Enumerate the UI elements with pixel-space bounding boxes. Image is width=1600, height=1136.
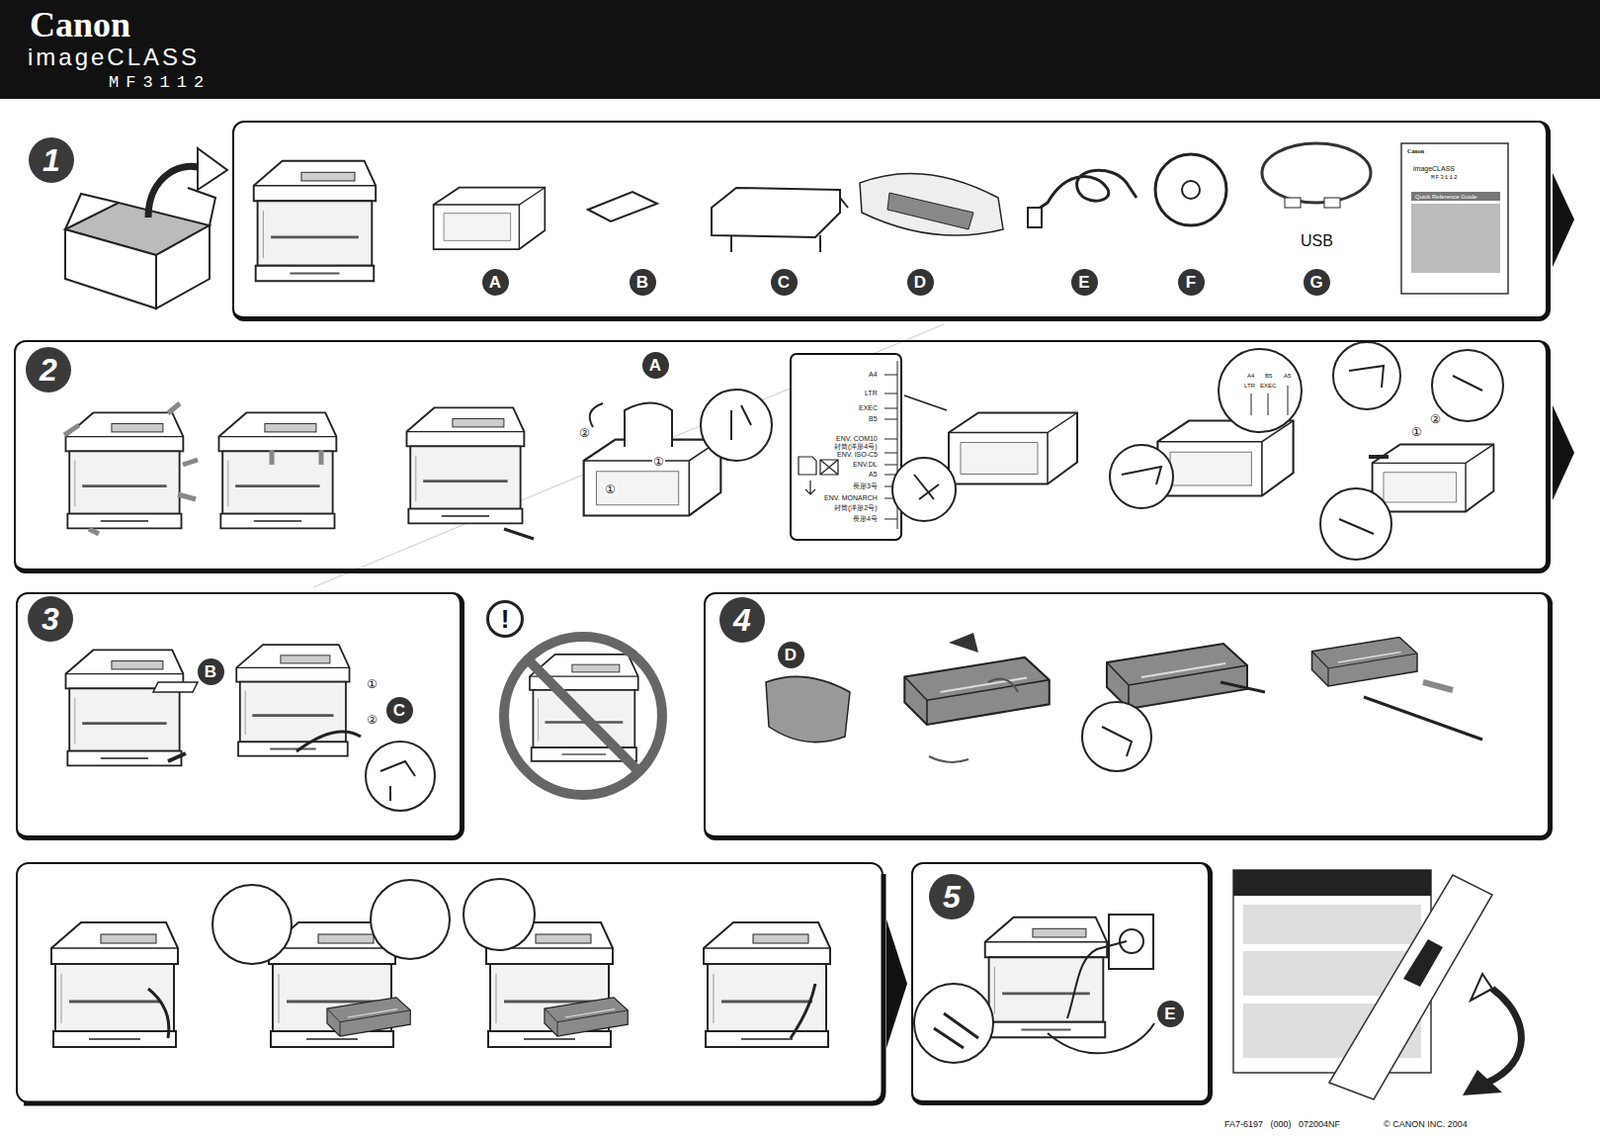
paper-size: ENV. COM10 [835,434,879,443]
part-letter: F [1185,273,1196,291]
part-letter-circle: E [1071,268,1098,296]
callout-number: ① [603,483,617,497]
warning-icon: ! [486,599,524,638]
step-number: 1 [28,137,75,183]
part-letter-circle: A [642,351,670,379]
guide-mark: EXEC [1259,382,1277,390]
part-letter-circle: D [907,268,934,296]
part-letter: D [784,646,797,664]
paper-size: ENV.DL [851,460,879,469]
guide-mark: A5 [1282,372,1292,380]
step-panel: 5E [911,861,1213,1105]
paper-size: A5 [867,470,879,479]
product-line: imageCLASS [27,44,200,71]
callout-number: ② [365,713,379,727]
part-letter: E [1164,1005,1176,1022]
callout-number: ② [1429,413,1442,426]
part-letter: A [649,356,662,374]
guide-product: imageCLASS [1413,165,1455,173]
brand: Canon [29,5,131,46]
part-letter-circle: F [1178,268,1205,296]
step-panel: 3B C [15,591,465,841]
model-name: MF3112 [108,74,211,93]
guide-model: MF3112 [1431,174,1459,182]
part-letter: A [489,273,502,291]
part-letter-circle: C [386,696,414,724]
guide-brand: Canon [1407,148,1425,156]
part-letter: D [914,273,927,291]
part-letter-circle: B [197,658,225,685]
step-number: 4 [719,596,765,643]
paper-size: 長形4号 [851,514,879,523]
paper-size: A4 [867,370,879,379]
paper-size: LTR [863,389,879,398]
paper-size: 封筒(洋形4号) [833,442,879,451]
guide-mark: LTR [1243,382,1257,390]
step-number: 3 [27,595,74,642]
part-letter: E [1078,273,1090,291]
copyright: © CANON INC. 2004 [1383,1119,1468,1130]
guide-mark: A4 [1246,372,1256,380]
paper-size: EXEC [857,404,879,413]
callout-number: ① [652,455,666,469]
step-number: 5 [928,873,975,920]
document-code: FA7-6197 (000) 072004NF [1224,1119,1341,1130]
paper-size: 長形3号 [851,482,879,491]
part-letter: B [636,273,649,291]
part-letter: C [777,273,790,291]
part-letter-circle: C [770,268,798,296]
paper-size: ENV. ISO-C5 [836,450,879,459]
step-panel: 1ABCDEFG [232,120,1551,322]
step-number: 2 [25,346,72,393]
warning-mark: ! [501,605,510,632]
paper-size: 封筒(洋形2号) [833,504,879,512]
step-panel: 4D [703,591,1553,841]
part-letter-circle: B [629,268,657,296]
part-letter-circle: E [1157,1000,1184,1027]
part-letter: C [393,701,406,719]
paper-size: B5 [867,415,879,423]
part-letter: B [204,663,217,680]
part-letter-circle: G [1303,268,1331,296]
guide-mark: B5 [1263,372,1273,380]
step-panel: 2A [13,339,1551,574]
part-letter: G [1309,273,1323,291]
part-letter-circle: A [482,268,509,296]
cable-label: USB [1299,232,1335,251]
paper-size: ENV. MONARCH [823,494,879,503]
callout-number: ① [1410,425,1424,439]
guide-title: Quick Reference Guide [1415,193,1477,201]
callout-number: ① [365,677,379,691]
part-letter-circle: D [777,641,805,669]
callout-number: ② [578,426,591,440]
